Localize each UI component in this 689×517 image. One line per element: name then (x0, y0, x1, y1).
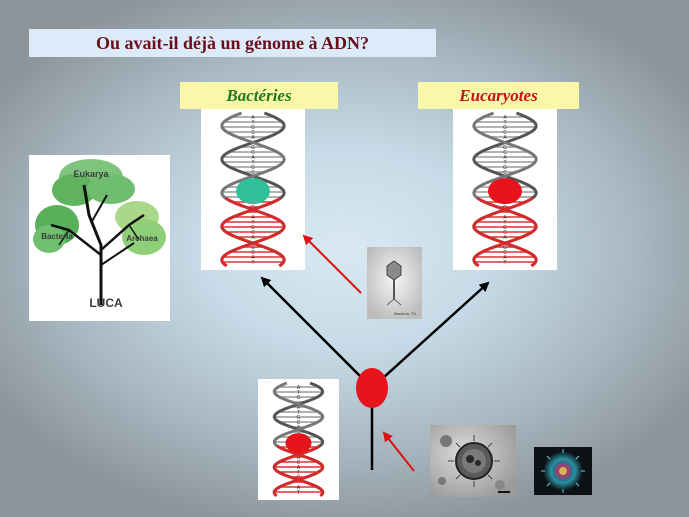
svg-text:A: A (251, 255, 255, 261)
svg-text:T: T (297, 390, 300, 396)
svg-text:C: C (251, 150, 255, 156)
svg-text:C: C (251, 250, 255, 256)
svg-text:G: G (251, 205, 255, 211)
dna-helix-icon: ATGCAGCATGCTGCATGATGCAGCAT (472, 111, 538, 268)
root-node (356, 368, 388, 408)
svg-text:T: T (251, 120, 254, 126)
svg-text:A: A (503, 115, 507, 121)
svg-text:C: C (297, 420, 301, 426)
svg-text:A: A (503, 155, 507, 161)
svg-text:C: C (503, 250, 507, 256)
svg-text:A: A (297, 405, 301, 411)
svg-text:A: A (297, 385, 301, 391)
title-banner: Ou avait-il déjà un génome à ADN? (29, 29, 436, 57)
svg-text:G: G (297, 415, 301, 421)
svg-text:C: C (251, 170, 255, 176)
svg-text:A: A (251, 155, 255, 161)
eukaryotes-label-box: Eucaryotes (418, 82, 579, 109)
tree-label-luca: LUCA (89, 296, 123, 310)
arrow-to-bacteria (260, 276, 373, 389)
tree-icon: Eukarya Bacteria Archaea LUCA (33, 159, 166, 310)
svg-text:G: G (251, 125, 255, 131)
svg-text:A: A (503, 235, 507, 241)
svg-text:G: G (503, 245, 507, 251)
svg-text:C: C (503, 230, 507, 236)
virus-icon (430, 425, 516, 497)
svg-text:A: A (297, 485, 301, 491)
svg-text:G: G (503, 225, 507, 231)
svg-text:G: G (251, 225, 255, 231)
phage-micrograph: Bacterio. T4 (367, 247, 422, 319)
bacteriophage-icon: Bacterio. T4 (367, 247, 422, 319)
svg-text:G: G (503, 165, 507, 171)
virus-icon (534, 447, 592, 495)
tree-label-archaea: Archaea (126, 234, 158, 243)
dna-helix-icon: ATGCAGCATGCTGCATGATGCAGCAT (220, 111, 286, 268)
bacteria-label-box: Bactéries (180, 82, 338, 109)
svg-text:T: T (503, 120, 506, 126)
tree-label-bacteria: Bacteria (41, 232, 73, 241)
svg-text:A: A (297, 465, 301, 471)
svg-text:G: G (297, 395, 301, 401)
red-arrow-virus (382, 431, 415, 472)
polymerase-node (488, 178, 522, 205)
svg-text:T: T (297, 410, 300, 416)
tree-label-eukarya: Eukarya (73, 169, 109, 179)
bacteria-dna-panel: ATGCAGCATGCTGCATGATGCAGCAT (201, 109, 305, 270)
svg-text:G: G (251, 245, 255, 251)
svg-text:G: G (503, 145, 507, 151)
svg-text:G: G (251, 165, 255, 171)
svg-text:T: T (251, 260, 254, 266)
svg-text:C: C (251, 130, 255, 136)
phage-caption: Bacterio. T4 (394, 311, 416, 316)
svg-text:T: T (251, 220, 254, 226)
svg-text:A: A (251, 135, 255, 141)
svg-text:G: G (251, 145, 255, 151)
svg-text:T: T (297, 430, 300, 436)
dna-helix-icon: ATGATGCATGCATGCATGAT (272, 381, 325, 498)
slide-title: Ou avait-il déjà un génome à ADN? (95, 32, 369, 53)
svg-text:C: C (297, 460, 301, 466)
svg-text:T: T (503, 260, 506, 266)
eukaryotes-label: Eucaryotes (459, 85, 538, 105)
bacteria-label: Bactéries (226, 85, 292, 105)
eukaryotes-dna-panel: ATGCAGCATGCTGCATGATGCAGCAT (453, 109, 557, 270)
virus-micrograph (430, 425, 516, 497)
svg-text:T: T (251, 160, 254, 166)
arrow-to-eukaryotes (371, 281, 490, 389)
svg-text:T: T (503, 160, 506, 166)
svg-text:C: C (503, 170, 507, 176)
svg-text:A: A (251, 235, 255, 241)
svg-text:G: G (503, 125, 507, 131)
ancestor-dna-panel: ATGATGCATGCATGCATGAT (258, 379, 339, 500)
red-arrow-phage (302, 234, 362, 294)
svg-text:T: T (297, 470, 300, 476)
svg-text:T: T (297, 490, 300, 496)
svg-text:A: A (251, 115, 255, 121)
svg-text:A: A (503, 255, 507, 261)
svg-text:A: A (503, 135, 507, 141)
polymerase-node (236, 178, 270, 205)
polymerase-node (285, 433, 312, 454)
svg-text:A: A (503, 215, 507, 221)
tree-of-life-image: Eukarya Bacteria Archaea LUCA (29, 155, 170, 321)
virus-render-image (534, 447, 592, 495)
svg-text:A: A (251, 215, 255, 221)
svg-text:C: C (503, 130, 507, 136)
svg-text:G: G (503, 205, 507, 211)
svg-text:G: G (297, 475, 301, 481)
svg-text:G: G (297, 455, 301, 461)
svg-text:C: C (503, 150, 507, 156)
svg-text:T: T (503, 220, 506, 226)
svg-text:C: C (251, 230, 255, 236)
